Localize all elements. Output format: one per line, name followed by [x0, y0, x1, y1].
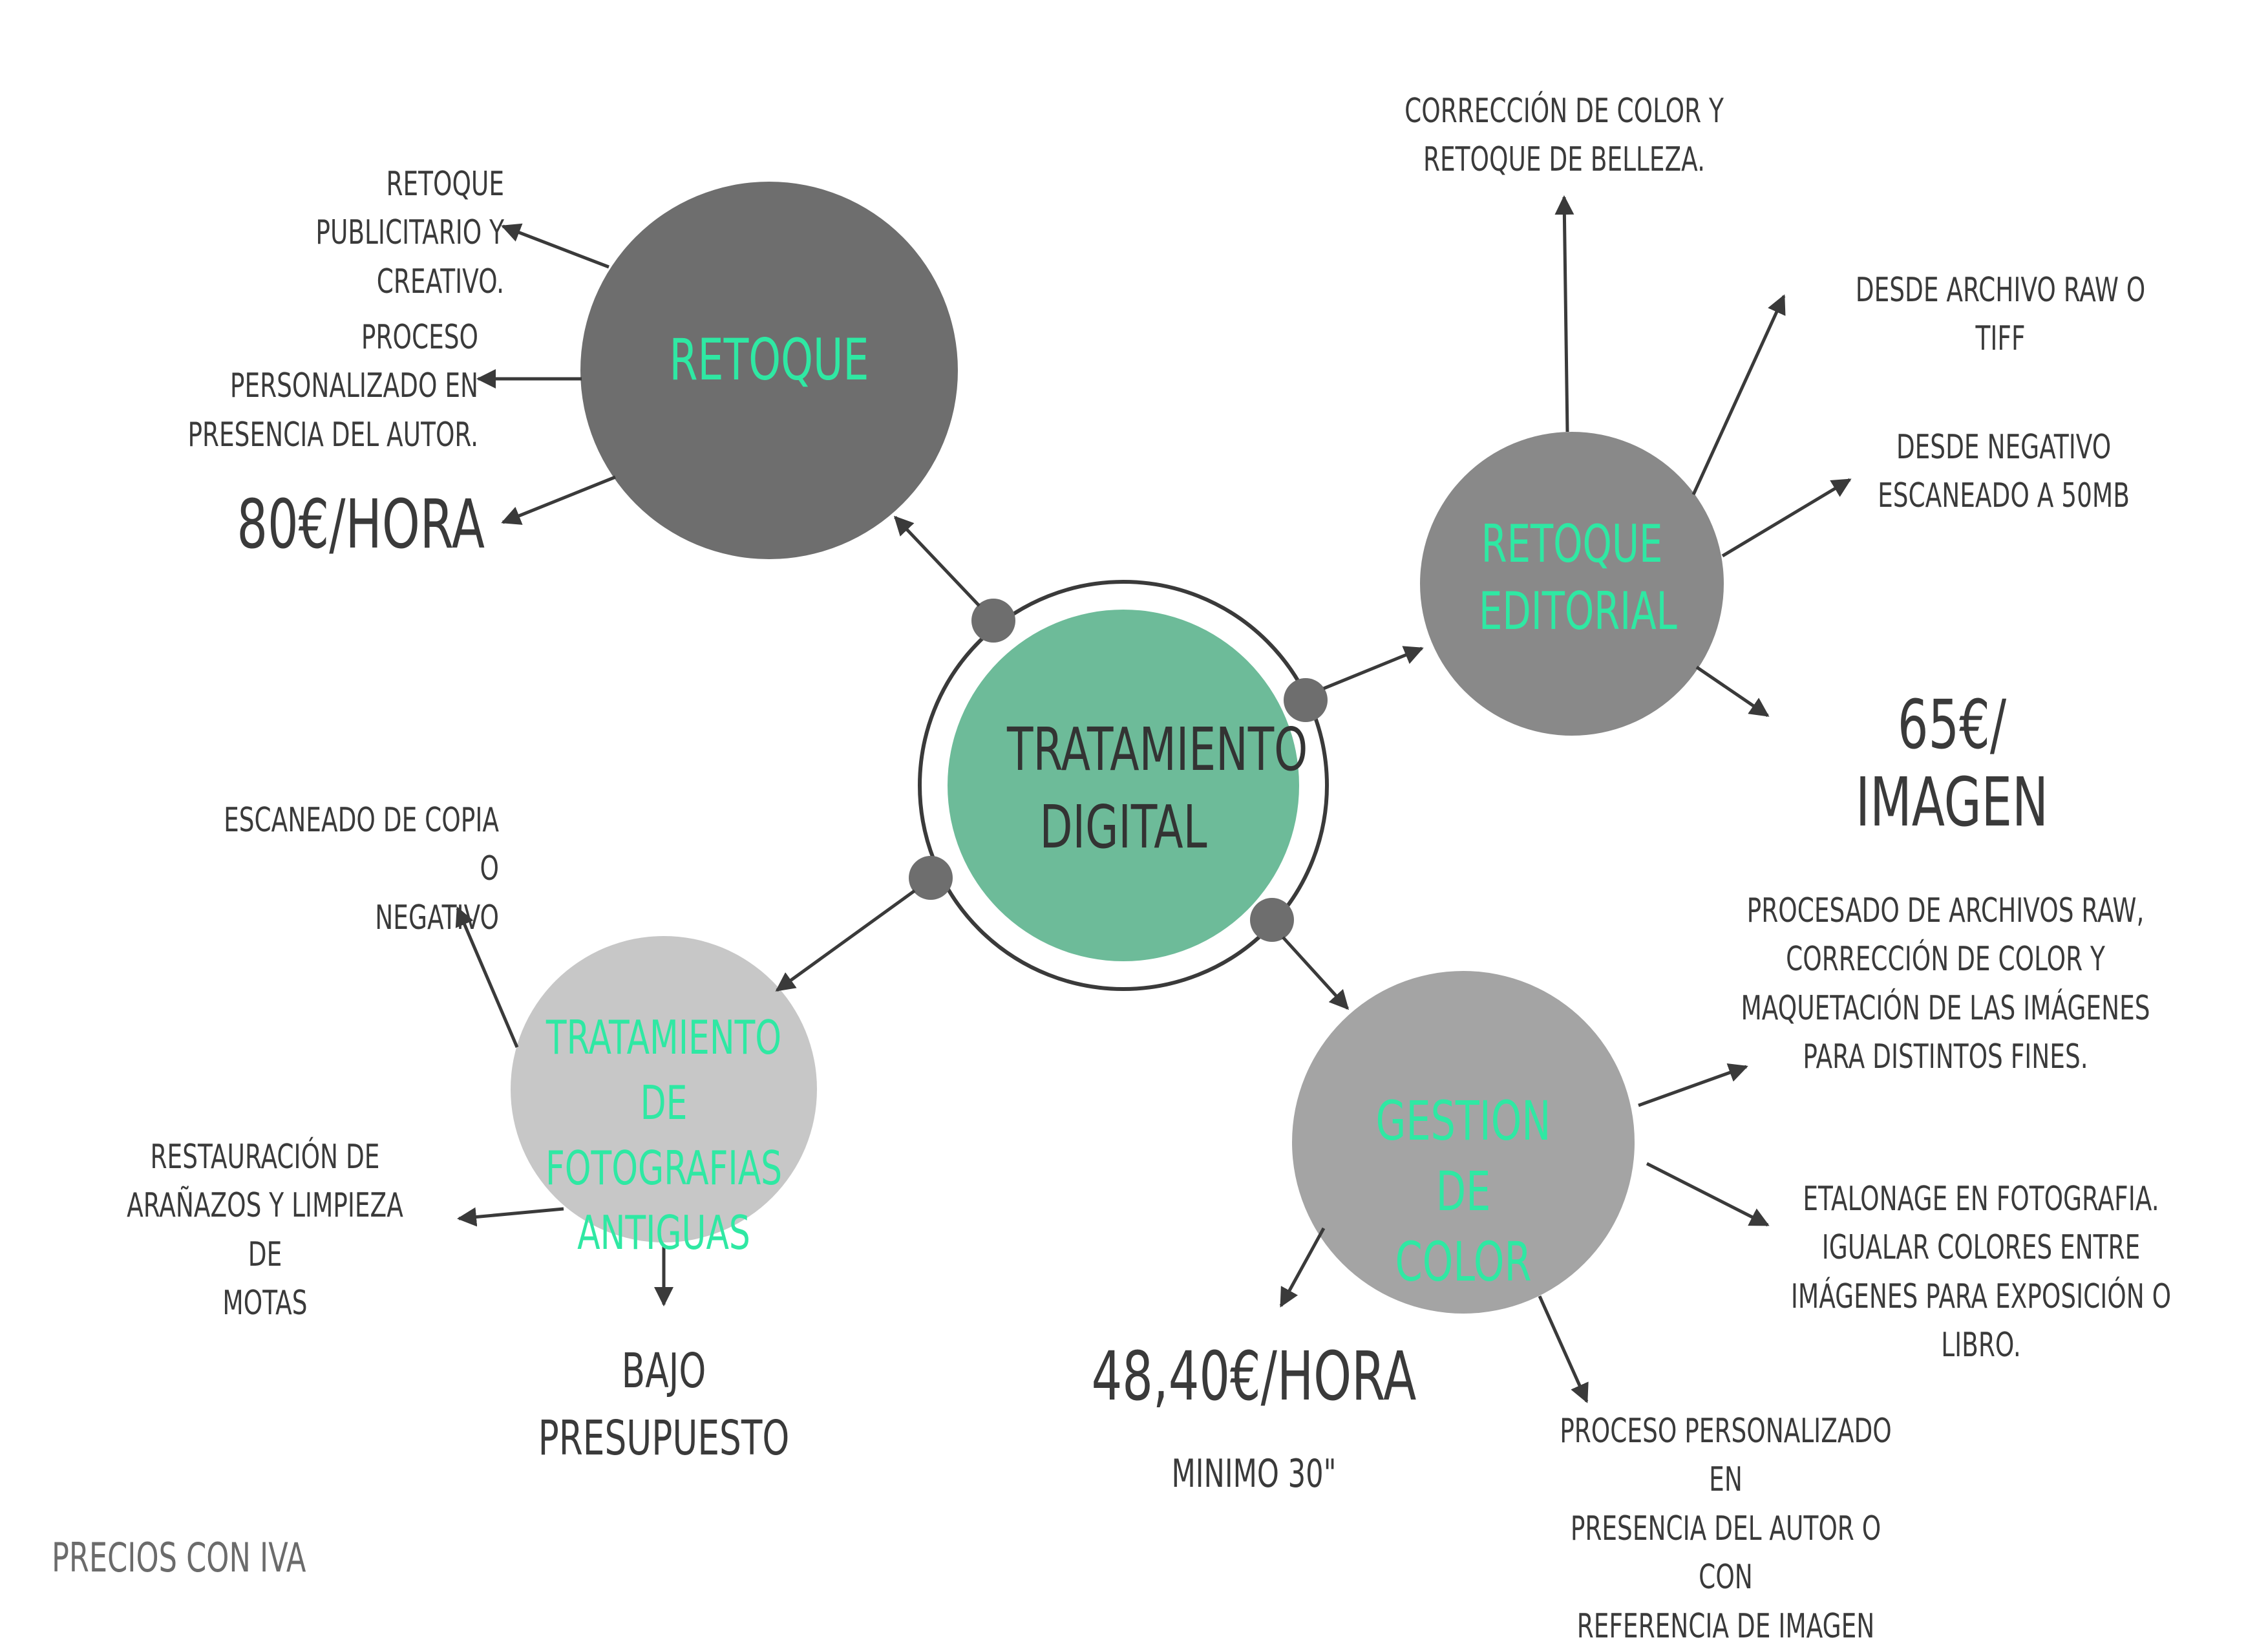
- editorial-node: [1420, 432, 1724, 736]
- color-price: 48,40€/HORA: [1091, 1337, 1417, 1416]
- antiguas-price: BAJO PRESUPUESTO: [538, 1343, 790, 1466]
- diagram-graphics: [455, 182, 1852, 1403]
- editorial-price: 65€/ IMAGEN: [1856, 685, 2048, 842]
- arrow-color-note-1: [1638, 1063, 1748, 1107]
- antiguas-node: [511, 936, 817, 1242]
- retoque-node: [580, 182, 958, 559]
- arrow-color-note-3: [1538, 1295, 1589, 1403]
- arrow-antiguas-note-1: [455, 906, 519, 1048]
- footer-note: PRECIOS CON IVA: [52, 1534, 306, 1581]
- gestion-color-node: [1292, 971, 1635, 1314]
- arrow-color-price: [1279, 1227, 1326, 1308]
- editorial-note-2: DESDE ARCHIVO RAW O TIFF: [1855, 271, 2146, 359]
- editorial-label: RETOQUE EDITORIAL: [1479, 514, 1677, 641]
- antiguas-note-2: RESTAURACIÓN DE ARAÑAZOS Y LIMPIEZA DE M…: [127, 1138, 403, 1323]
- arrow-center-to-antiguas: [775, 889, 916, 992]
- retoque-note-2: PROCESO PERSONALIZADO EN PRESENCIA DEL A…: [187, 318, 478, 454]
- editorial-note-3: DESDE NEGATIVO ESCANEADO A 50MB: [1878, 428, 2130, 516]
- retoque-note-1: RETOQUE PUBLICITARIO Y CREATIVO.: [315, 165, 504, 301]
- gestion-color-label: GESTION DE COLOR: [1375, 1089, 1551, 1294]
- color-minimum: MINIMO 30": [1171, 1451, 1337, 1497]
- antiguas-note-1: ESCANEADO DE COPIA O NEGATIVO: [224, 801, 499, 937]
- arrow-editorial-note-3: [1721, 478, 1852, 558]
- arrow-center-to-color: [1282, 936, 1350, 1010]
- arrow-editorial-note-1: [1554, 195, 1574, 432]
- center-label: TRATAMIENTO DIGITAL: [1007, 715, 1308, 862]
- arrow-editorial-price: [1695, 665, 1770, 718]
- connector-dot-retoque: [971, 599, 1015, 643]
- color-note-2: ETALONAGE EN FOTOGRAFIA. IGUALAR COLORES…: [1790, 1180, 2172, 1365]
- color-note-3: PROCESO PERSONALIZADO EN PRESENCIA DEL A…: [1560, 1412, 1892, 1646]
- connector-dot-editorial: [1284, 678, 1328, 722]
- arrow-center-to-retoque: [893, 515, 980, 607]
- connector-dot-color: [1250, 898, 1294, 942]
- retoque-price: 80€/HORA: [237, 485, 485, 564]
- arrow-antiguas-note-2: [457, 1207, 564, 1227]
- connector-dot-antiguas: [909, 856, 953, 900]
- antiguas-label: TRATAMIENTO DE FOTOGRAFIAS ANTIGUAS: [545, 1010, 783, 1261]
- editorial-note-1: CORRECCIÓN DE COLOR Y RETOQUE DE BELLEZA…: [1404, 92, 1724, 180]
- mind-map-canvas: TRATAMIENTO DIGITAL RETOQUE RETOQUE PUBL…: [52, 92, 2172, 1646]
- arrow-color-note-2: [1646, 1162, 1770, 1227]
- center-node: [948, 610, 1299, 961]
- arrow-retoque-note-1: [501, 223, 609, 269]
- retoque-label: RETOQUE: [669, 326, 869, 393]
- arrow-center-to-editorial: [1323, 646, 1424, 690]
- arrow-editorial-note-2: [1691, 294, 1786, 496]
- arrow-retoque-price: [501, 475, 616, 525]
- color-note-1: PROCESADO DE ARCHIVOS RAW, CORRECCIÓN DE…: [1741, 891, 2150, 1077]
